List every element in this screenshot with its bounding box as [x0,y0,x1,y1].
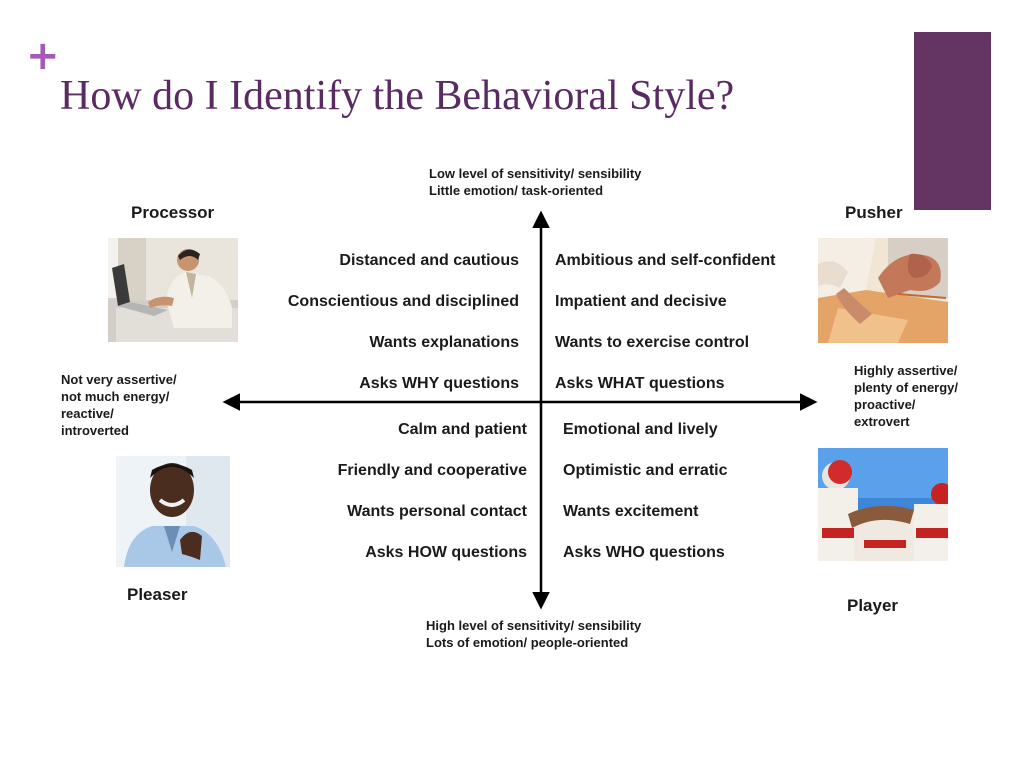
axis-left-label: Not very assertive/ not much energy/ rea… [61,371,211,439]
axis-top-line-2: Little emotion/ task-oriented [429,183,604,198]
pleaser-trait-1: Calm and patient [398,421,527,438]
axis-left-line-2: not much energy/ [61,389,170,404]
processor-trait-3: Wants explanations [369,334,519,351]
pusher-trait-1: Ambitious and self-confident [555,252,776,269]
axis-bottom-label: High level of sensitivity/ sensibility L… [426,617,641,651]
pleaser-trait-2: Friendly and cooperative [337,462,527,479]
pusher-trait-3: Wants to exercise control [555,334,750,351]
axis-top-line-1: Low level of sensitivity/ sensibility [429,166,642,181]
pusher-trait-2: Impatient and decisive [555,293,727,310]
player-label: Player [847,596,899,615]
pusher-label: Pusher [845,203,903,222]
axis-bottom-line-2: Lots of emotion/ people-oriented [426,635,629,650]
processor-label: Processor [131,203,215,222]
pleaser-trait-3: Wants personal contact [347,503,527,520]
pusher-trait-4: Asks WHAT questions [555,375,725,392]
processor-trait-4: Asks WHY questions [359,375,519,392]
player-trait-3: Wants excitement [563,503,699,520]
accent-bar [914,32,991,210]
axis-right-line-1: Highly assertive/ [854,363,958,378]
processor-trait-2: Conscientious and disciplined [287,293,519,310]
pleaser-photo [116,456,230,567]
player-trait-1: Emotional and lively [563,421,718,438]
player-trait-4: Asks WHO questions [563,544,725,561]
pleaser-label: Pleaser [127,585,188,604]
axis-top-label: Low level of sensitivity/ sensibility Li… [429,165,641,199]
slide-title: How do I Identify the Behavioral Style? [60,73,735,119]
axis-right-label: Highly assertive/ plenty of energy/ proa… [854,362,1004,430]
axis-left-line-1: Not very assertive/ [61,372,177,387]
axis-right-line-2: plenty of energy/ [854,380,959,395]
player-trait-2: Optimistic and erratic [563,462,728,479]
axis-bottom-line-1: High level of sensitivity/ sensibility [426,618,642,633]
processor-photo [108,238,238,342]
axis-left-line-4: introverted [61,423,129,438]
axis-right-line-3: proactive/ [854,397,916,412]
pleaser-trait-4: Asks HOW questions [365,544,527,561]
axis-right-line-4: extrovert [854,414,910,429]
pusher-photo [818,238,948,343]
plus-icon: + [26,33,60,79]
axis-left-line-3: reactive/ [61,406,114,421]
processor-trait-1: Distanced and cautious [339,252,519,269]
player-photo [818,448,948,561]
